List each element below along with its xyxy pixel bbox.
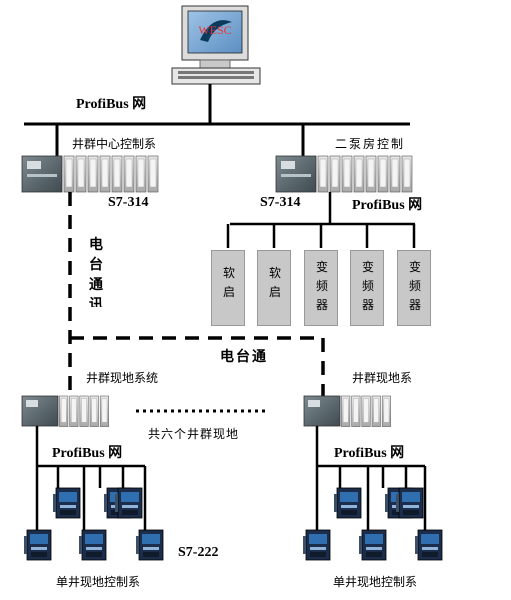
drive-label: 启 [268, 285, 281, 299]
profibus-pump-label: ProfiBus 网 [352, 198, 423, 213]
field-left-label: 井群现地系统 [86, 371, 159, 385]
radio-link [68, 192, 325, 396]
six-sites-label: 共六个井群现地 [148, 427, 240, 441]
drive-box: 软启 [257, 250, 291, 326]
drive-box: 变频器 [350, 250, 384, 326]
radio-char-3: 通 [89, 277, 103, 293]
plc-rack-field-left [21, 395, 109, 427]
drive-label: 变 [361, 260, 374, 274]
drive-box: 变频器 [397, 250, 431, 326]
drive-label: 器 [315, 298, 328, 312]
drive-box: 变频器 [304, 250, 338, 326]
drive-label: 变 [408, 260, 421, 274]
drive-label: 频 [408, 279, 421, 293]
radio-char-4: 讯 [89, 297, 103, 307]
drive-label: 启 [222, 285, 235, 299]
profibus-bottom-left-label: ProfiBus 网 [52, 446, 123, 461]
station-pump-title: 二泵房控制 [335, 137, 406, 151]
plc-small-model: S7-222 [178, 545, 219, 560]
profibus-bottom-left [35, 426, 147, 530]
profibus-bottom-right-label: ProfiBus 网 [334, 446, 405, 461]
drive-label: 频 [361, 279, 374, 293]
single-well-left-label: 单井现地控制系 [56, 575, 141, 589]
profibus-bottom-right [315, 426, 427, 530]
plc-rack-central [21, 155, 159, 193]
plc-rack-pump [275, 155, 413, 193]
drive-label: 变 [315, 260, 328, 274]
small-plc-group-left [23, 487, 164, 561]
plc-model-pump: S7-314 [260, 195, 301, 210]
monitor-screen-text: WESC [198, 23, 231, 37]
drive-label: 软 [222, 266, 235, 280]
radio-char-2: 台 [89, 257, 103, 273]
drive-label: 器 [408, 298, 421, 312]
drive-label: 软 [268, 266, 281, 280]
drive-box: 软启 [211, 250, 245, 326]
plc-rack-field-right [303, 395, 391, 427]
plc-model-central: S7-314 [108, 195, 149, 210]
drive-label: 器 [361, 298, 374, 312]
radio-char-1: 电 [89, 237, 103, 253]
workstation-computer: WESC [171, 5, 261, 85]
field-right-label: 井群现地系 [352, 371, 413, 385]
drive-label: 频 [315, 279, 328, 293]
small-plc-group-right [302, 487, 443, 561]
single-well-right-label: 单井现地控制系 [333, 575, 418, 589]
radio-horizontal-label: 电台通 [220, 349, 268, 365]
profibus-top-label: ProfiBus 网 [76, 97, 147, 112]
station-central-title: 井群中心控制系 [72, 137, 157, 151]
